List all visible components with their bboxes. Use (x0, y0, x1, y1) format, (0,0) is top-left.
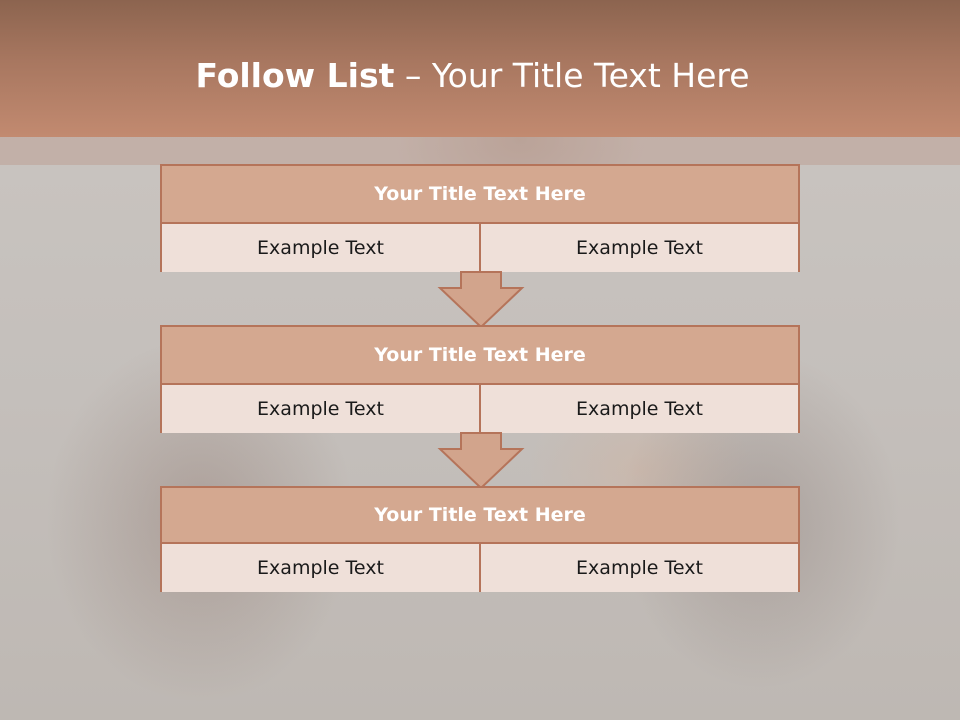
step-title-2: Your Title Text Here (162, 327, 798, 385)
down-arrow-icon (437, 271, 525, 329)
step-box-3: Your Title Text Here Example Text Exampl… (160, 486, 800, 592)
step-box-2: Your Title Text Here Example Text Exampl… (160, 325, 800, 433)
step-row-2: Example Text Example Text (162, 385, 798, 433)
step-box-1: Your Title Text Here Example Text Exampl… (160, 164, 800, 272)
slide-title-rest: – Your Title Text Here (394, 56, 750, 95)
step-1-left-cell: Example Text (162, 224, 479, 272)
title-bar (0, 0, 960, 137)
slide-title: Follow List – Your Title Text Here (0, 52, 945, 100)
step-row-3: Example Text Example Text (162, 544, 798, 592)
step-row-1: Example Text Example Text (162, 224, 798, 272)
step-title-3: Your Title Text Here (162, 488, 798, 544)
step-2-right-cell: Example Text (479, 385, 798, 433)
title-bar-strip (0, 137, 960, 165)
step-3-left-cell: Example Text (162, 544, 479, 592)
slide-title-bold: Follow List (195, 56, 395, 95)
step-title-1: Your Title Text Here (162, 166, 798, 224)
down-arrow-icon (437, 432, 525, 490)
step-1-right-cell: Example Text (479, 224, 798, 272)
step-3-right-cell: Example Text (479, 544, 798, 592)
step-2-left-cell: Example Text (162, 385, 479, 433)
